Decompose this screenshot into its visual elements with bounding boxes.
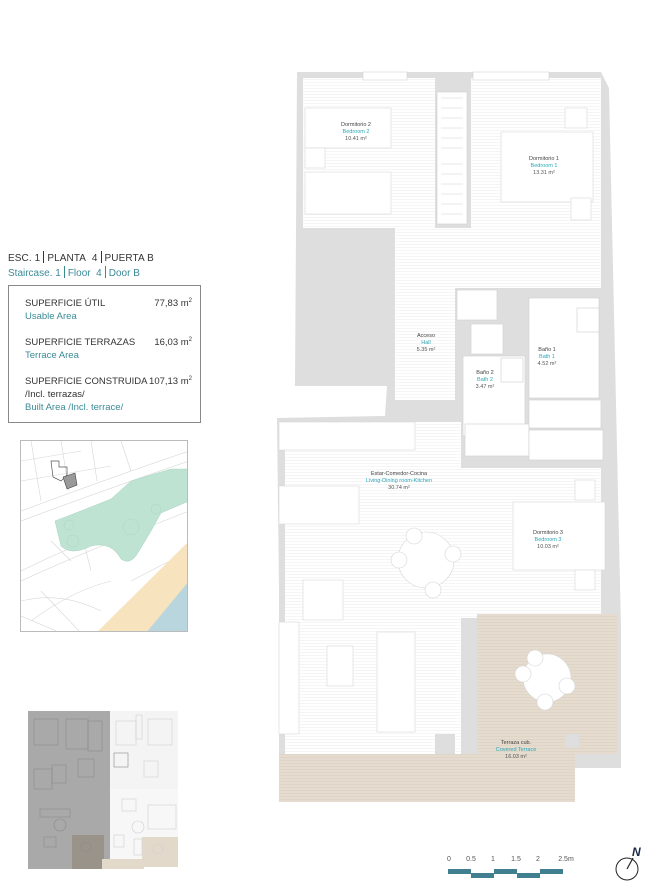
divider [63, 266, 65, 278]
room-name-en: Bedroom 2 [342, 129, 370, 135]
floor-value: 4 [96, 268, 102, 279]
usable-area-label-es: SUPERFICIE ÚTIL [25, 298, 106, 309]
unit-sup: 2 [188, 298, 192, 304]
room-name-es: Dormitorio 3 [533, 530, 563, 536]
scale-bar: 0 0.5 1 1.5 2 2.5m [440, 856, 590, 880]
unit-sup: 2 [188, 376, 192, 382]
room-area: 30.74 m² [388, 485, 410, 491]
scale-tick: 2.5m [558, 856, 574, 863]
room-area: 16.03 m² [505, 754, 527, 760]
location-map [20, 440, 188, 632]
door-value: B [133, 268, 140, 279]
divider [43, 251, 45, 263]
planta-label: PLANTA [47, 253, 87, 264]
room-name-es: Baño 2 [476, 370, 494, 376]
room-name-en: Bedroom 3 [534, 537, 562, 543]
areas-summary-box: SUPERFICIE ÚTIL Usable Area 77,83 m2 SUP… [8, 285, 201, 423]
room-name-en: Covered Terrace [495, 747, 537, 753]
puerta-value: B [147, 253, 154, 264]
room-label-living-dining-kitchen: Estar-Comedor-Cocina Living-Dining room-… [366, 471, 432, 492]
usable-area-row: SUPERFICIE ÚTIL Usable Area 77,83 m2 [25, 298, 192, 322]
room-label-bedroom-3: Dormitorio 3 Bedroom 3 10.03 m² [533, 530, 563, 551]
north-arrow: N [614, 845, 648, 883]
room-area: 13.31 m² [533, 170, 555, 176]
room-area: 4.52 m² [537, 361, 557, 367]
room-name-es: Baño 1 [538, 347, 556, 353]
divider [104, 266, 106, 278]
room-label-hall: Acceso Hall 5.35 m² [417, 333, 436, 354]
room-name-en: Living-Dining room-Kitchen [365, 478, 433, 484]
terrace-area-label-es: SUPERFICIE TERRAZAS [25, 337, 136, 348]
built-area-value: 107,13 m2 [149, 376, 192, 387]
room-name-en: Bath 2 [477, 377, 493, 383]
usable-area-label-en: Usable Area [25, 311, 77, 322]
value-text: 16,03 m [154, 337, 189, 349]
built-area-label-es2: /Incl. terrazas/ [25, 389, 85, 400]
room-label-bath-2: Baño 2 Bath 2 3.47 m² [476, 370, 495, 391]
unit-header-en: Staircase. 1 Floor 4 Door B [8, 266, 140, 279]
location-map-graphic [21, 441, 187, 631]
floor-plan: Dormitorio 2 Bedroom 2 10.41 m² Dormitor… [265, 68, 625, 810]
scale-tick: 1 [491, 856, 495, 863]
room-label-bedroom-2: Dormitorio 2 Bedroom 2 10.41 m² [341, 122, 371, 143]
planta-value: 4 [91, 253, 98, 264]
key-plan-graphic [28, 711, 178, 869]
room-name-es: Estar-Comedor-Cocina [370, 471, 428, 477]
room-area: 5.35 m² [416, 347, 436, 353]
room-name-en: Bath 1 [539, 354, 555, 360]
room-name-en: Hall [421, 340, 431, 346]
room-name-es: Terraza cub. [500, 740, 532, 746]
room-area: 10.41 m² [345, 136, 367, 142]
unit-sup: 2 [188, 337, 192, 343]
room-name-es: Dormitorio 1 [529, 156, 559, 162]
floor-label: Floor [67, 268, 91, 279]
value-text: 107,13 m [149, 376, 189, 388]
built-area-label-en: Built Area /Incl. terrace/ [25, 402, 124, 413]
scale-tick: 0.5 [466, 856, 476, 863]
puerta-label: PUERTA [104, 253, 145, 264]
unit-header-es: ESC. 1 PLANTA 4 PUERTA B [8, 251, 154, 264]
room-name-en: Bedroom 1 [530, 163, 558, 169]
building-key-plan [26, 709, 184, 873]
scale-tick: 1.5 [511, 856, 521, 863]
scale-bar-graphic [448, 869, 563, 878]
north-label: N [632, 845, 641, 859]
usable-area-value: 77,83 m2 [154, 298, 192, 309]
terrace-area-label-en: Terrace Area [25, 350, 79, 361]
terrace-area-row: SUPERFICIE TERRAZAS Terrace Area 16,03 m… [25, 337, 192, 361]
room-label-bath-1: Baño 1 Bath 1 4.52 m² [538, 347, 557, 368]
room-area: 10.03 m² [537, 544, 559, 550]
scale-tick: 2 [536, 856, 540, 863]
staircase-value: 1 [55, 268, 61, 279]
terrace-area-value: 16,03 m2 [154, 337, 192, 348]
room-name-es: Dormitorio 2 [341, 122, 371, 128]
room-label-bedroom-1: Dormitorio 1 Bedroom 1 13.31 m² [529, 156, 559, 177]
room-area: 3.47 m² [475, 384, 495, 390]
staircase-label: Staircase. [8, 268, 53, 279]
value-text: 77,83 m [154, 298, 189, 310]
esc-value: 1 [34, 253, 41, 264]
door-label: Door [108, 268, 131, 279]
room-label-covered-terrace: Terraza cub. Covered Terrace 16.03 m² [496, 740, 537, 761]
esc-label: ESC. [8, 253, 32, 264]
north-arrow-icon [615, 857, 639, 881]
built-area-row: SUPERFICIE CONSTRUIDA /Incl. terrazas/ B… [25, 376, 192, 413]
divider [100, 251, 102, 263]
built-area-label-es: SUPERFICIE CONSTRUIDA [25, 376, 148, 387]
room-name-es: Acceso [416, 333, 436, 339]
floor-plan-graphic [277, 71, 621, 802]
scale-tick: 0 [447, 856, 451, 863]
